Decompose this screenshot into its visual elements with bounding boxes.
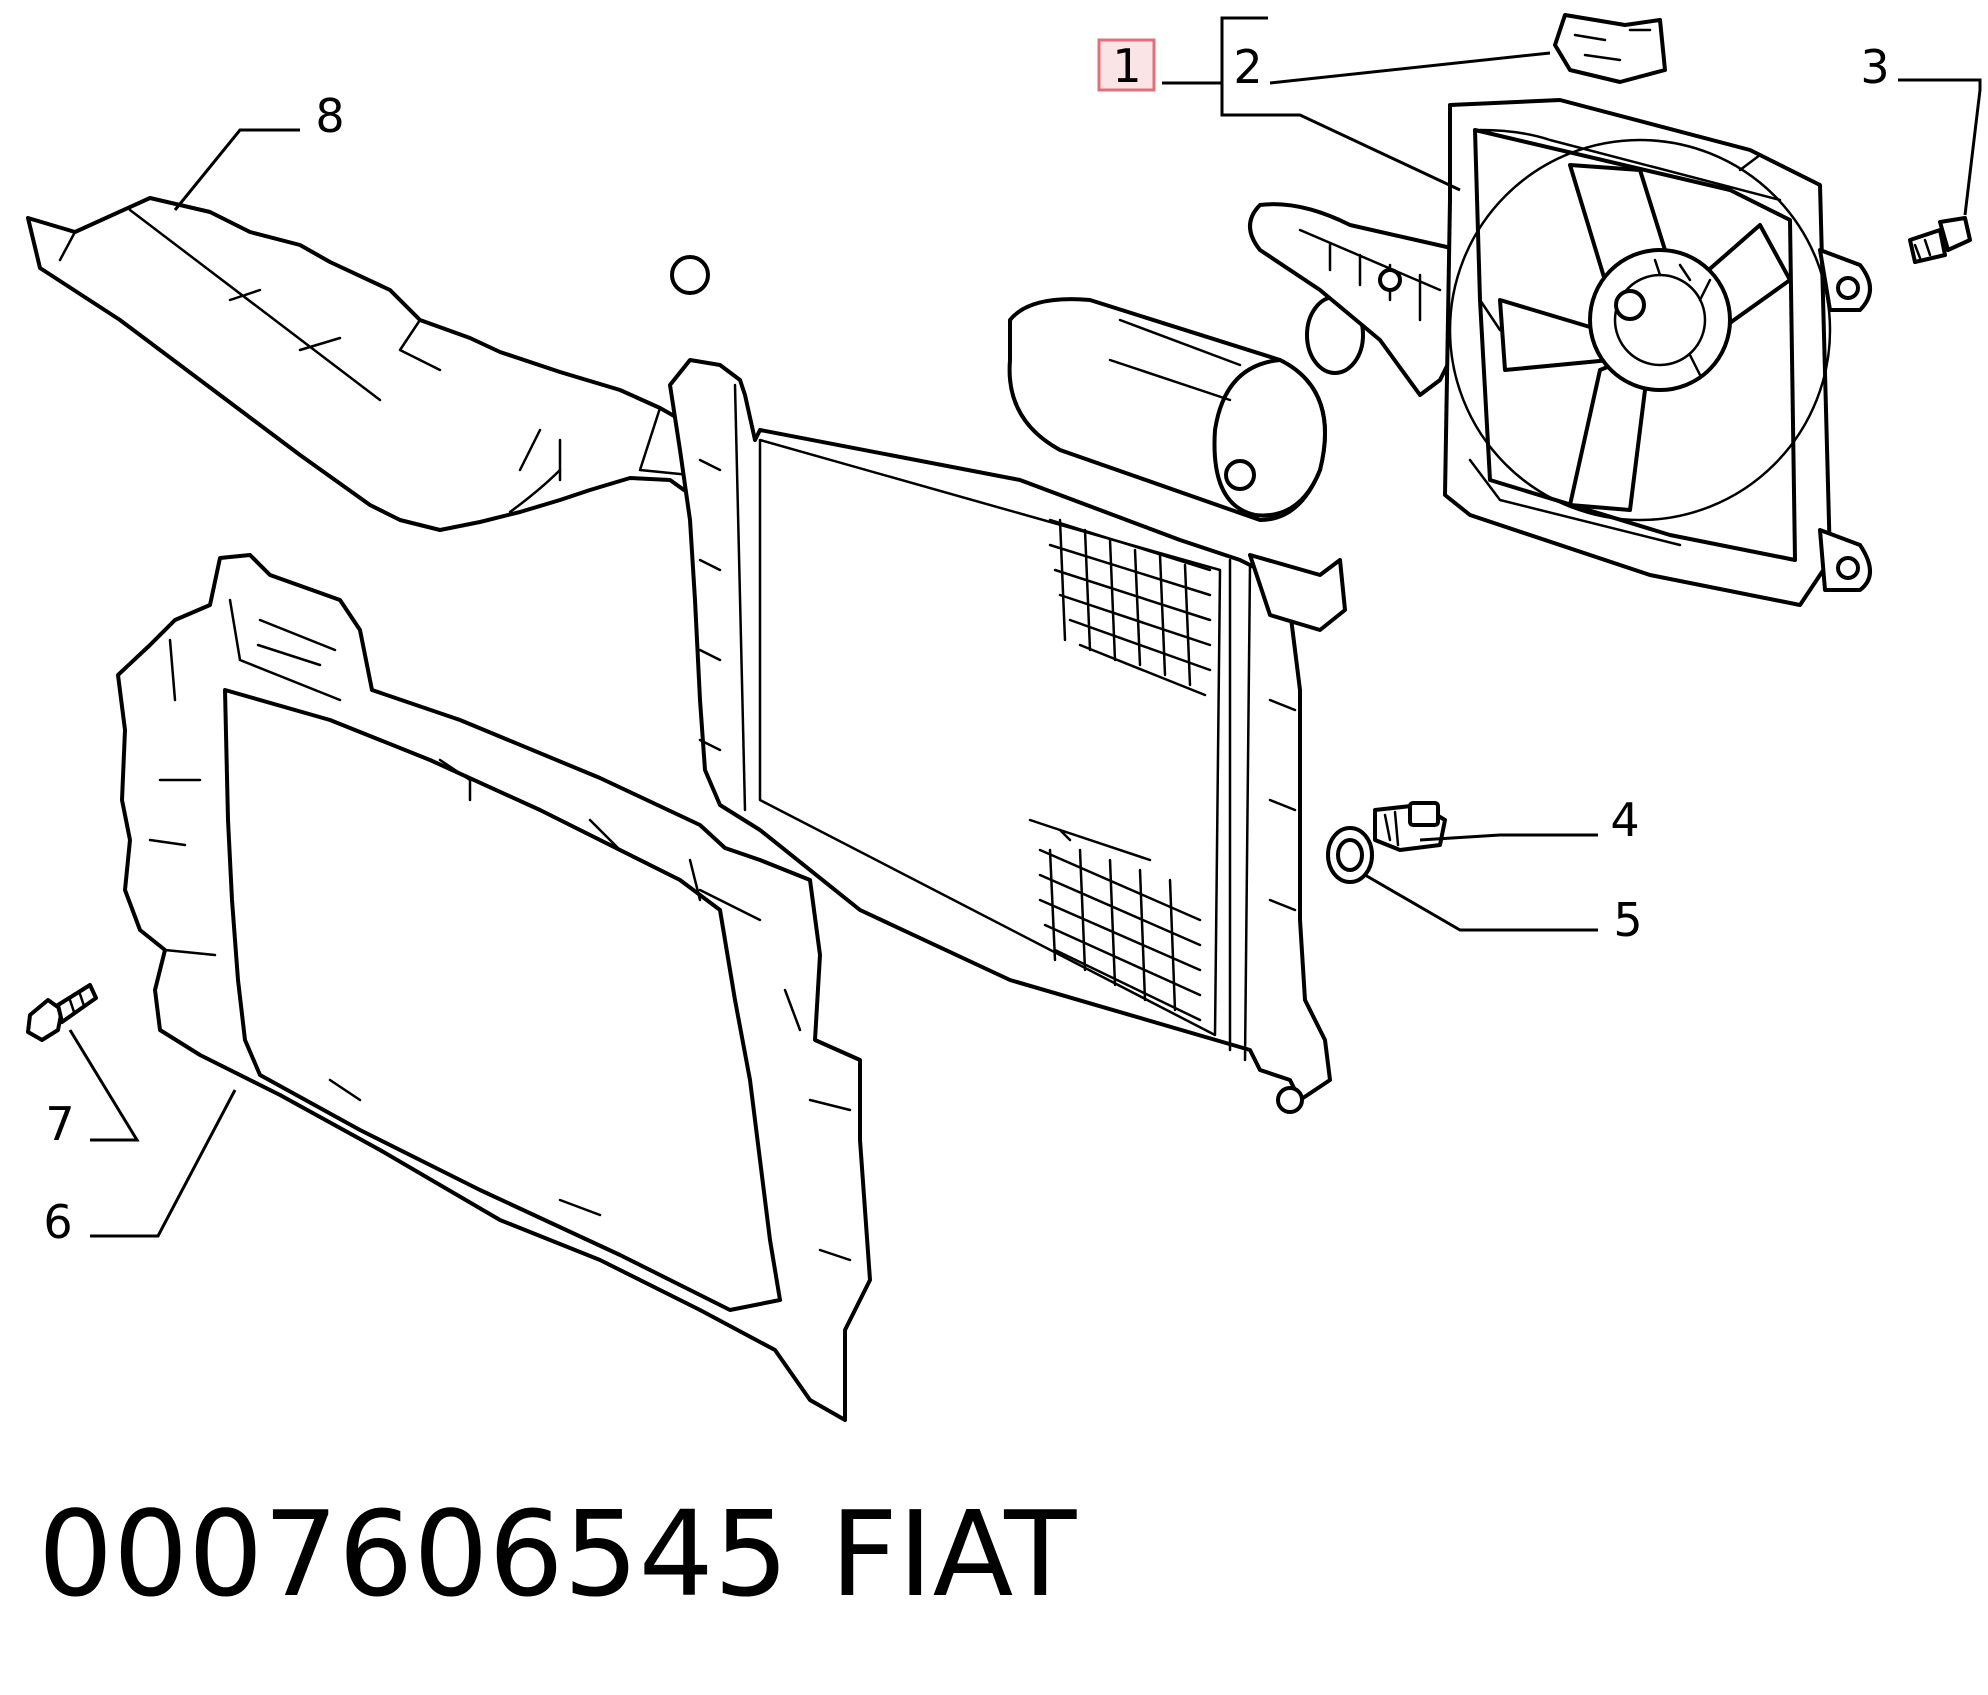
callout-6: 6 [43,1195,72,1249]
callout-7: 7 [45,1097,74,1151]
upper-air-deflector-part [26,196,712,532]
callout-5: 5 [1613,893,1642,947]
cooling-fan-assembly-part [1248,98,1872,607]
leader-lines [68,16,1982,1238]
brand-name: FIAT [830,1485,1077,1623]
bolt-part [26,983,98,1042]
callout-4: 4 [1610,793,1639,847]
screw-part [1908,216,1972,264]
callout-labels: 1 2 3 4 5 6 7 8 [43,38,1890,1249]
sealing-washer-part [1326,826,1374,884]
callout-1: 1 [1112,39,1141,93]
callout-3: 3 [1860,40,1889,94]
callout-1-highlight [1097,38,1156,92]
temperature-switch-part [1373,801,1447,852]
part-number: 0007606545 [38,1485,789,1623]
fan-connector-part [1553,13,1667,84]
callout-2: 2 [1233,40,1262,94]
callout-8: 8 [315,89,344,143]
caption: 0007606545 FIAT [38,1485,1077,1623]
radiator-frame-part [116,553,872,1422]
radiator-core-part [668,255,1332,1114]
